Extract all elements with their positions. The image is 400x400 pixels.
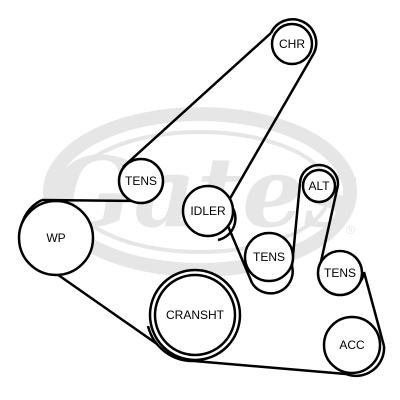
belt-wrap-chr <box>269 18 318 54</box>
pulley-label-tens-mid: TENS <box>253 250 285 264</box>
pulley-label-acc: ACC <box>339 338 365 352</box>
belt-segment <box>122 32 272 168</box>
pulley-label-wp: WP <box>46 231 65 245</box>
belt-segment <box>53 270 158 346</box>
pulley-label-idler: IDLER <box>190 204 226 218</box>
pulley-cranksht: CRANSHT <box>148 268 242 362</box>
belt-wrap-tens-mid <box>250 265 294 295</box>
belt-segment <box>362 271 386 347</box>
pulley-label-chr: CHR <box>279 37 305 51</box>
watermark-registered-mark: ® <box>346 223 355 237</box>
pulley-tens-mid: TENS <box>243 231 295 283</box>
pulley-label-cranksht: CRANSHT <box>166 308 225 322</box>
pulley-chr: CHR <box>270 22 314 66</box>
pulley-alt: ALT <box>301 168 337 204</box>
pulley-label-alt: ALT <box>308 179 330 193</box>
belt-segment <box>193 359 347 376</box>
pulleys: CHR TENS WP IDLER ALT TENS TENS <box>17 22 382 375</box>
pulley-cranksht-inner-ring <box>153 273 237 357</box>
belt-segment <box>226 52 316 203</box>
belt-segment <box>226 225 254 284</box>
pulley-idler: IDLER <box>181 184 235 238</box>
pulley-wp: WP <box>17 199 95 277</box>
belt-segment <box>318 184 340 267</box>
pulley-label-tens-right: TENS <box>324 266 356 280</box>
belt-wrap-cranksht <box>146 325 195 363</box>
belt-wrap-acc <box>345 345 386 378</box>
pulley-label-tens-top: TENS <box>125 174 157 188</box>
pulley-acc: ACC <box>322 315 382 375</box>
pulley-tens-top: TENS <box>117 157 165 205</box>
belt-wrap-alt <box>298 163 340 186</box>
pulley-tens-right: TENS <box>316 249 364 297</box>
